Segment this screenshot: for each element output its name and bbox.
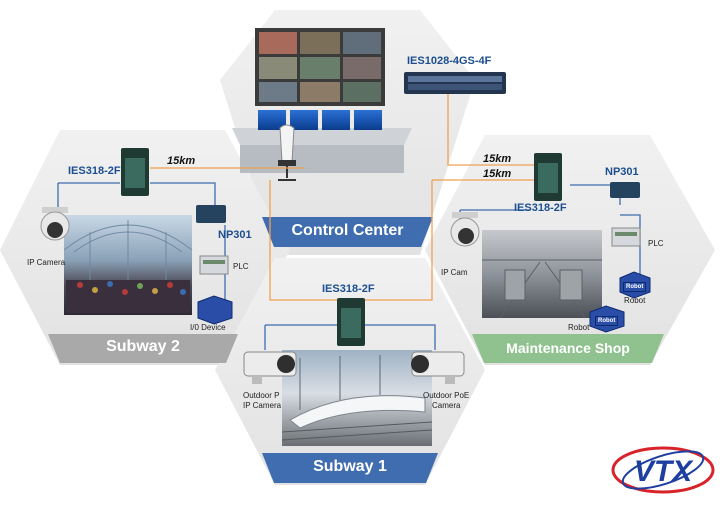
np301-subway2-label: NP301 (218, 229, 252, 241)
maintenance-photo (482, 230, 602, 318)
control-desk (232, 110, 412, 181)
switch-subway2-device (121, 148, 149, 196)
subway2-crowd (66, 280, 190, 313)
zone-label-maintenance: Maintenance Shop (506, 340, 630, 356)
band-subway2 (48, 334, 238, 363)
outdoor-left-label-1: Outdoor P (243, 391, 280, 400)
np301-maint-label: NP301 (605, 166, 639, 178)
np301-subway2-device (196, 205, 226, 223)
robot-badge-2: Robot (595, 316, 619, 326)
vtx-logo-text: VTX (634, 455, 694, 488)
core-switch-device (404, 72, 506, 94)
plc-maint-device (611, 227, 641, 247)
robot-label-1: Robot (624, 296, 646, 305)
plc-subway2-device (199, 255, 229, 275)
dome-camera-subway2 (40, 207, 70, 241)
zone-label-subway2: Subway 2 (106, 338, 180, 355)
bullet-camera-left (243, 351, 297, 384)
robot-label-2: Robot (568, 323, 590, 332)
subway1-photo-detail (281, 355, 433, 441)
link-distance-maint-bottom: 15km (483, 168, 512, 180)
np301-maint-device (610, 182, 640, 198)
outdoor-right-label-2: Camera (432, 401, 461, 410)
switch-subway1-label: IES318-2F (322, 283, 375, 295)
dome-camera-maint (450, 212, 480, 247)
ip-camera-maint-label: IP Cam (441, 268, 468, 277)
switch-subway2-label: IES318-2F (68, 165, 121, 177)
video-wall (255, 28, 385, 106)
vtx-logo: VTX (611, 446, 715, 494)
ip-camera-subway2-label: IP Camera (27, 258, 66, 267)
plc-subway2-label: PLC (233, 262, 249, 271)
zone-label-subway1: Subway 1 (313, 458, 387, 475)
link-distance-subway2: 15km (167, 155, 196, 167)
plc-maint-label: PLC (648, 239, 664, 248)
link-distance-maint-top: 15km (483, 153, 512, 165)
outdoor-left-label-2: IP Camera (243, 401, 282, 410)
switch-maint-device (534, 153, 562, 201)
core-switch-label: IES1028-4GS-4F (407, 55, 492, 67)
robot-badge-1: Robot (623, 282, 647, 292)
band-subway1 (262, 453, 438, 483)
io-device-label: I/0 Device (190, 323, 226, 332)
switch-subway1-device (337, 298, 365, 346)
io-device-box (197, 295, 233, 325)
bullet-camera-right (411, 351, 465, 384)
maintenance-photo-detail (482, 259, 602, 319)
band-control (262, 217, 433, 247)
outdoor-right-label-1: Outdoor PoE (423, 391, 470, 400)
switch-maint-label: IES318-2F (514, 202, 567, 214)
band-maint (472, 334, 664, 363)
zone-label-control: Control Center (291, 222, 404, 239)
